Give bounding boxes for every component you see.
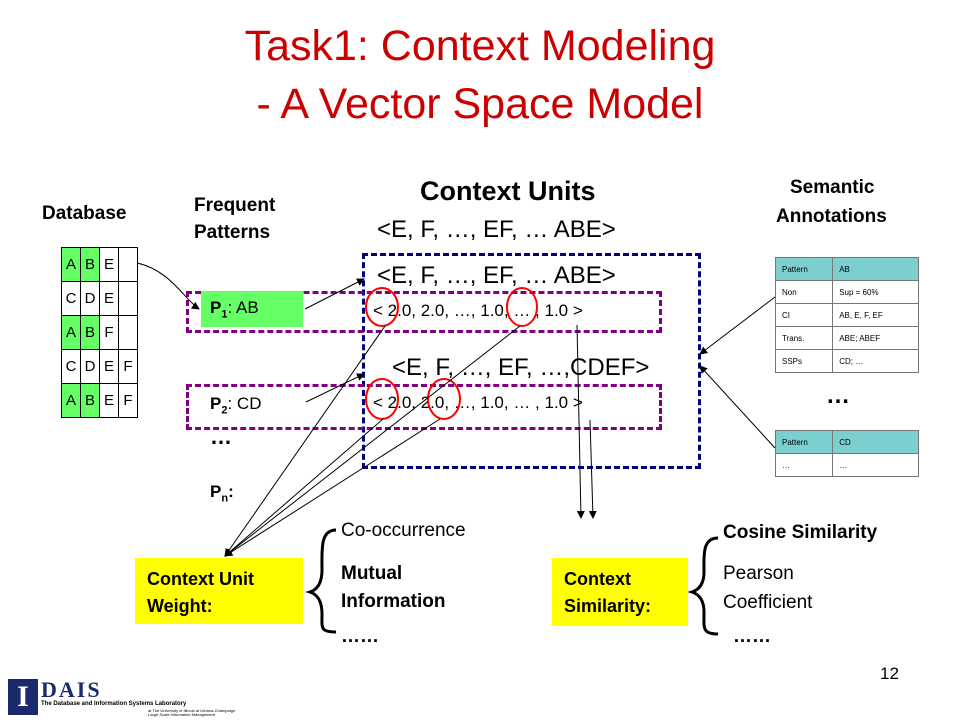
pattern-p1-box bbox=[201, 291, 303, 327]
annotation-cell: AB bbox=[832, 257, 919, 281]
weight-option-mi-line-1: Mutual bbox=[341, 563, 403, 584]
annotation-cell: CD; … bbox=[832, 349, 919, 373]
context-units-title: Context Units bbox=[420, 176, 596, 206]
annotation-cell: CD bbox=[832, 430, 919, 454]
highlight-circle-1b bbox=[506, 287, 538, 327]
annotation-cell: … bbox=[774, 453, 834, 477]
pattern-pn-label: P bbox=[210, 482, 222, 501]
logo-line-2: at The University of Illinois at Urbana-… bbox=[148, 708, 236, 713]
context-vector-1: <E, F, …, EF, … ABE> bbox=[377, 262, 616, 289]
annotation-row: …… bbox=[774, 453, 919, 477]
weight-line-3 bbox=[224, 418, 384, 557]
similarity-line-2 bbox=[588, 419, 597, 519]
annotation-cell: SSPs bbox=[774, 349, 834, 373]
frequent-patterns-label-2: Patterns bbox=[194, 222, 271, 243]
pattern-p2: P2: CD bbox=[210, 394, 261, 416]
similarity-box-line-1: Context bbox=[564, 569, 631, 589]
pattern-row-1 bbox=[186, 291, 662, 333]
highlight-circle-2b bbox=[427, 378, 461, 420]
weight-option-mutual-information: Mutual Information bbox=[341, 560, 446, 616]
annotation-cell: Pattern bbox=[774, 257, 834, 281]
weight-option-ellipsis: …… bbox=[341, 626, 379, 647]
database-cell: B bbox=[80, 383, 100, 418]
pattern-pn-value: : bbox=[228, 482, 234, 501]
title-line-2: - A Vector Space Model bbox=[256, 80, 704, 128]
logo-line-1: The Database and Information Systems Lab… bbox=[41, 701, 187, 707]
weight-box-line-1: Context Unit bbox=[147, 569, 254, 589]
similarity-option-pearson-line-2: Coefficient bbox=[723, 592, 813, 613]
similarity-box-line-2: Similarity: bbox=[564, 596, 652, 616]
pattern-p2-label: P bbox=[210, 394, 222, 413]
database-cell: F bbox=[118, 383, 138, 418]
p1-to-context-arrow bbox=[304, 278, 365, 310]
semantic-ellipsis: … bbox=[826, 382, 850, 409]
pattern-p1-value: : AB bbox=[227, 298, 259, 317]
weight-line-2 bbox=[224, 325, 521, 557]
weight-line-4 bbox=[224, 418, 441, 557]
similarity-option-pearson-line-1: Pearson bbox=[723, 563, 794, 584]
dais-logo: I DAIS The Database and Information Syst… bbox=[8, 677, 248, 717]
logo-i-mark-icon: I bbox=[8, 679, 38, 715]
similarity-brace bbox=[687, 536, 719, 636]
logo-line-3: Large Scale Information Management bbox=[148, 712, 215, 717]
pattern-pn-sub: n bbox=[221, 492, 229, 505]
title-line-1: Task1: Context Modeling bbox=[244, 22, 716, 70]
pattern-p1-label: P bbox=[210, 298, 222, 317]
annotation-arrow-2 bbox=[699, 365, 776, 449]
context-vector-header: <E, F, …, EF, … ABE> bbox=[377, 216, 616, 243]
pattern-pn: Pn: bbox=[210, 482, 234, 504]
annotation-cell: Pattern bbox=[774, 430, 834, 454]
weight-option-cooccurrence: Co-occurrence bbox=[341, 520, 466, 541]
context-vector-2: <E, F, …, EF, …,CDEF> bbox=[392, 354, 650, 381]
context-values-1: < 2.0, 2.0, …, 1.0, … , 1.0 > bbox=[373, 301, 583, 320]
database-label: Database bbox=[42, 203, 127, 224]
weight-box-line-2: Weight: bbox=[147, 596, 213, 616]
annotation-arrow-1 bbox=[699, 296, 776, 355]
highlight-circle-2a bbox=[365, 378, 399, 420]
context-units-box bbox=[362, 253, 701, 469]
context-unit-weight-box: Context Unit Weight: bbox=[135, 558, 303, 624]
weight-brace bbox=[305, 528, 337, 634]
logo-mark: DAIS bbox=[41, 677, 102, 702]
patterns-ellipsis: … bbox=[210, 424, 232, 449]
context-values-2: < 2.0, 2.0, …, 1.0, … , 1.0 > bbox=[373, 393, 583, 412]
database-cell: B bbox=[80, 315, 100, 350]
pattern-row-2 bbox=[186, 384, 662, 430]
pattern-p1-sub: 1 bbox=[221, 308, 228, 321]
similarity-option-cosine: Cosine Similarity bbox=[723, 522, 878, 543]
weight-option-mi-line-2: Information bbox=[341, 591, 446, 612]
annotation-cell: Trans. bbox=[774, 326, 834, 350]
highlight-circle-1a bbox=[365, 287, 399, 327]
page-number: 12 bbox=[880, 664, 899, 683]
semantic-label-2: Annotations bbox=[776, 206, 887, 227]
frequent-patterns-label-1: Frequent bbox=[194, 195, 276, 216]
pattern-p1: P1: AB bbox=[210, 298, 259, 320]
similarity-option-pearson: Pearson Coefficient bbox=[723, 559, 812, 617]
annotation-row: Trans.ABE; ABEF bbox=[774, 326, 919, 350]
annotation-cell: … bbox=[832, 453, 919, 477]
similarity-option-ellipsis: …… bbox=[733, 626, 771, 647]
semantic-label-1: Semantic bbox=[790, 177, 875, 198]
pattern-p2-sub: 2 bbox=[221, 404, 228, 417]
context-similarity-box: Context Similarity: bbox=[552, 558, 688, 626]
db-to-p1-arrow bbox=[136, 262, 200, 310]
weight-line-1 bbox=[224, 325, 386, 557]
database-cell: A bbox=[61, 315, 81, 350]
pattern-p2-value: : CD bbox=[227, 394, 262, 413]
p2-to-context-arrow bbox=[305, 373, 365, 403]
similarity-line-1 bbox=[576, 324, 585, 519]
